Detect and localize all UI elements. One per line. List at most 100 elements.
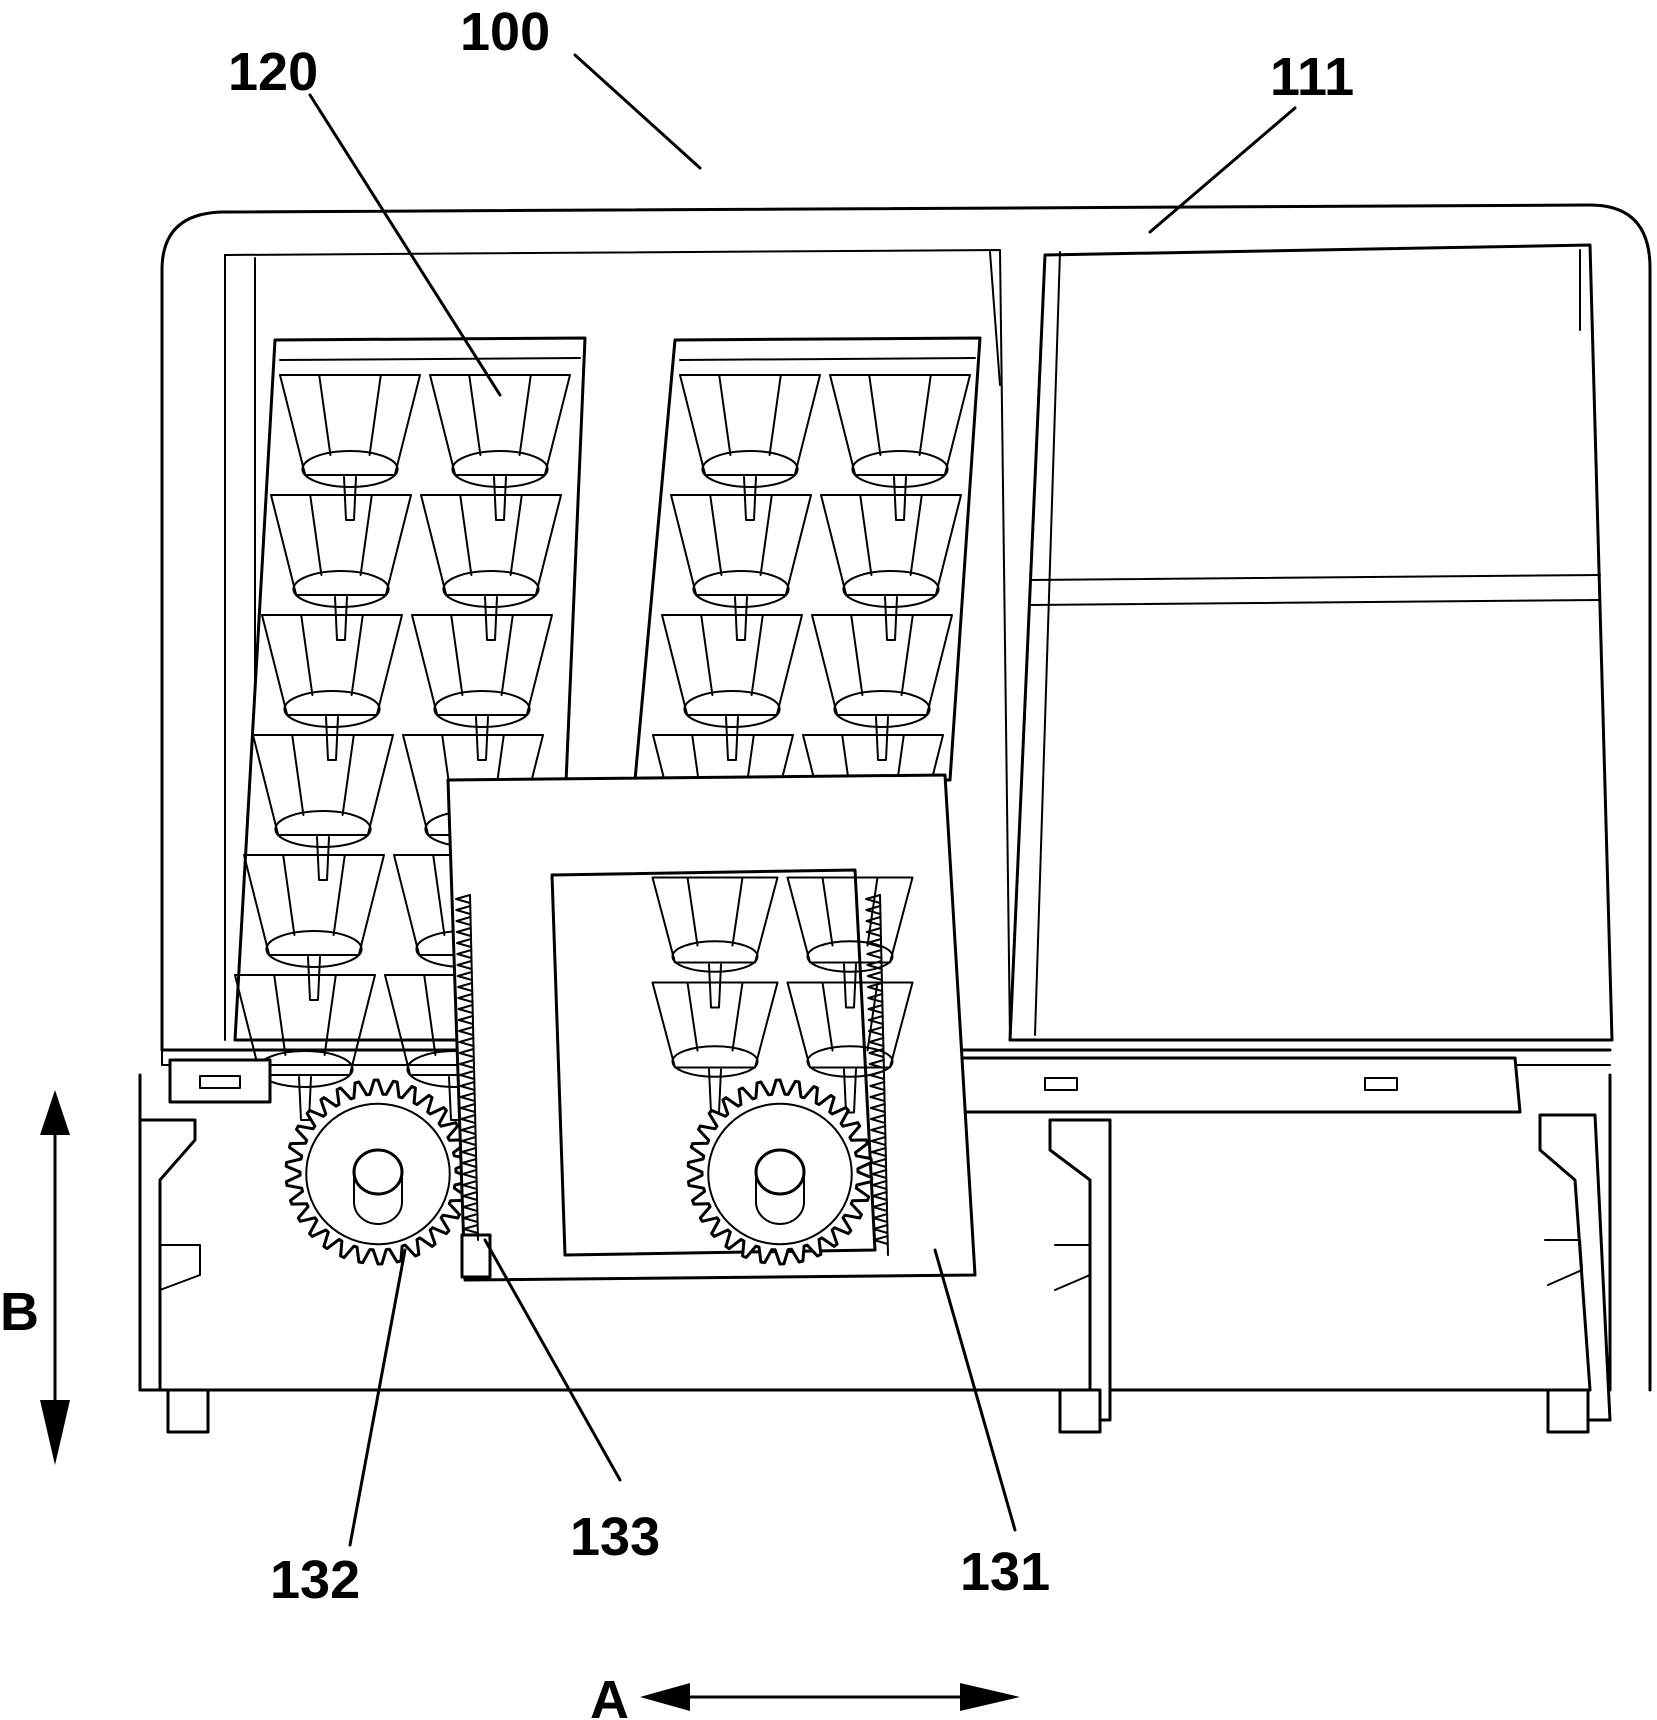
leader-131 bbox=[933, 1248, 1017, 1532]
tray-left-cup-2-1-rib-b bbox=[500, 614, 514, 696]
tray-right-cup-0-0-rib-b bbox=[768, 374, 782, 456]
tray-left-cup-0-1-rib-a bbox=[468, 374, 482, 456]
tray-right-cup-0-1-rib-b bbox=[918, 374, 932, 456]
leader-111 bbox=[1148, 106, 1297, 234]
tray-right-cup-0-1-rib-a bbox=[868, 374, 882, 456]
tray-right-cup-1-1-rib-a bbox=[859, 494, 873, 576]
rack-right-spine bbox=[879, 894, 889, 1256]
tray-right-cup-0-1-opening bbox=[851, 450, 949, 488]
tray-left-cup-4-0-rib-a bbox=[282, 854, 296, 936]
window-cup-0-0-rib-b bbox=[731, 876, 744, 947]
window-cup-1-0-rib-a bbox=[686, 981, 699, 1052]
racks bbox=[455, 894, 889, 1256]
tray-right-cup-2-1-opening bbox=[833, 690, 931, 728]
tray-right-cup-2-1 bbox=[811, 614, 953, 761]
tray-right-cup-2-0-rib-a bbox=[700, 614, 714, 696]
tray-left-cup-5-0-opening bbox=[256, 1050, 354, 1088]
window-cup-0-0-rib-a bbox=[686, 876, 699, 947]
tray-right-cup-2-0-stem bbox=[725, 716, 739, 761]
tray-left-cup-1-1-opening bbox=[442, 570, 540, 608]
rail-slot-left bbox=[199, 1075, 241, 1089]
window-cup-1-0-opening bbox=[671, 1045, 759, 1078]
tray-left-cup-2-0-rib-b bbox=[350, 614, 364, 696]
label-a: A bbox=[590, 1670, 629, 1720]
gear-left-hub-ring bbox=[305, 1102, 451, 1246]
tray-left-cup-4-1-rib-a bbox=[432, 854, 446, 936]
tray-left-cup-1-0-stem bbox=[334, 596, 348, 641]
window-cup-0-1-stem bbox=[843, 963, 857, 1009]
label-133: 133 bbox=[570, 1507, 660, 1567]
bracket-right bbox=[1538, 1113, 1612, 1422]
tray-left-cup-5-0-rib-b bbox=[323, 974, 337, 1056]
window-tray-cups bbox=[651, 876, 914, 1114]
tray-left-cup-3-0 bbox=[252, 734, 394, 881]
tray-right-cup-0-0-stem bbox=[743, 476, 757, 521]
bracket-left bbox=[138, 1118, 197, 1392]
tray-left-cup-4-0-rib-b bbox=[332, 854, 346, 936]
tray-left-cup-0-0-rib-a bbox=[318, 374, 332, 456]
leader-lines bbox=[308, 53, 1297, 1547]
window-cup-0-1-rib-a bbox=[821, 876, 834, 947]
arrow-a-left-head bbox=[640, 1683, 690, 1711]
label-100: 100 bbox=[460, 2, 550, 62]
tray-right-cup-2-0-opening bbox=[683, 690, 781, 728]
tray-left-rim bbox=[279, 357, 581, 361]
tray-left-cup-2-0-rib-a bbox=[300, 614, 314, 696]
gear-left bbox=[284, 1078, 472, 1266]
tray-right-cup-1-0-rib-b bbox=[759, 494, 773, 576]
tray-right-cup-1-1 bbox=[820, 494, 962, 641]
tray-left-cup-1-0-opening bbox=[292, 570, 390, 608]
tray-right-cup-1-1-rib-b bbox=[909, 494, 923, 576]
tray-left-cup-1-1-rib-b bbox=[509, 494, 523, 576]
tray-left-cup-3-0-opening bbox=[274, 810, 372, 848]
rail-slot-right-b bbox=[1364, 1077, 1398, 1091]
rail-slot-right-a bbox=[1044, 1077, 1078, 1091]
window-cup-1-1-opening bbox=[806, 1045, 894, 1078]
tray-left-cup-1-0 bbox=[270, 494, 412, 641]
window-cup-0-0 bbox=[651, 876, 779, 1009]
tray-left-cup-4-0-opening bbox=[265, 930, 363, 968]
tray-left-cup-5-0-stem bbox=[298, 1076, 312, 1121]
tray-left-cup-2-0-opening bbox=[283, 690, 381, 728]
tray-right-rim bbox=[679, 357, 976, 361]
lower-brackets bbox=[138, 1113, 1612, 1434]
label-131: 131 bbox=[960, 1542, 1050, 1602]
tray-left-cup-3-0-stem bbox=[316, 836, 330, 881]
foot-center bbox=[1058, 1388, 1102, 1434]
tray-right-cup-2-1-rib-b bbox=[900, 614, 914, 696]
leader-133 bbox=[483, 1238, 622, 1482]
window-cup-1-1-rib-b bbox=[866, 981, 879, 1052]
tray-left-cup-0-0-stem bbox=[343, 476, 357, 521]
window-cup-0-1-opening bbox=[806, 940, 894, 973]
tray-left-cup-4-0 bbox=[243, 854, 385, 1001]
gear-left-shaft-top bbox=[352, 1148, 404, 1196]
tray-left-cup-4-0-stem bbox=[307, 956, 321, 1001]
label-132: 132 bbox=[270, 1550, 360, 1610]
tray-right-cup-1-0-opening bbox=[692, 570, 790, 608]
rail-clip-left bbox=[168, 1058, 272, 1104]
tray-right-cup-1-0 bbox=[670, 494, 812, 641]
window-cup-0-0-stem bbox=[708, 963, 722, 1009]
tray-left-cup-3-0-rib-a bbox=[291, 734, 305, 816]
tray-left-cup-2-0 bbox=[261, 614, 403, 761]
tray-left-cup-1-1-stem bbox=[484, 596, 498, 641]
tray-left-cup-0-1 bbox=[429, 374, 571, 521]
tray-left-cup-1-0-rib-b bbox=[359, 494, 373, 576]
tray-right-cup-2-0 bbox=[661, 614, 803, 761]
tray-left-cup-2-1-opening bbox=[433, 690, 531, 728]
gear-right-hub-ring bbox=[707, 1102, 853, 1246]
foot-left bbox=[166, 1388, 210, 1434]
gear-right bbox=[686, 1078, 874, 1266]
arrow-b-up-head bbox=[40, 1090, 70, 1135]
tray-left-cup-2-1-rib-a bbox=[450, 614, 464, 696]
window-cup-1-1 bbox=[786, 981, 914, 1114]
foot-right bbox=[1546, 1388, 1590, 1434]
tray-left-cup-5-0-rib-a bbox=[273, 974, 287, 1056]
label-b: B bbox=[0, 1282, 39, 1342]
gear-left-shaft-side bbox=[353, 1171, 403, 1225]
window-cup-1-0-rib-b bbox=[731, 981, 744, 1052]
arrow-a-right-head bbox=[960, 1683, 1020, 1711]
tray-left-cup-0-1-opening bbox=[451, 450, 549, 488]
window-cup-0-0-opening bbox=[671, 940, 759, 973]
